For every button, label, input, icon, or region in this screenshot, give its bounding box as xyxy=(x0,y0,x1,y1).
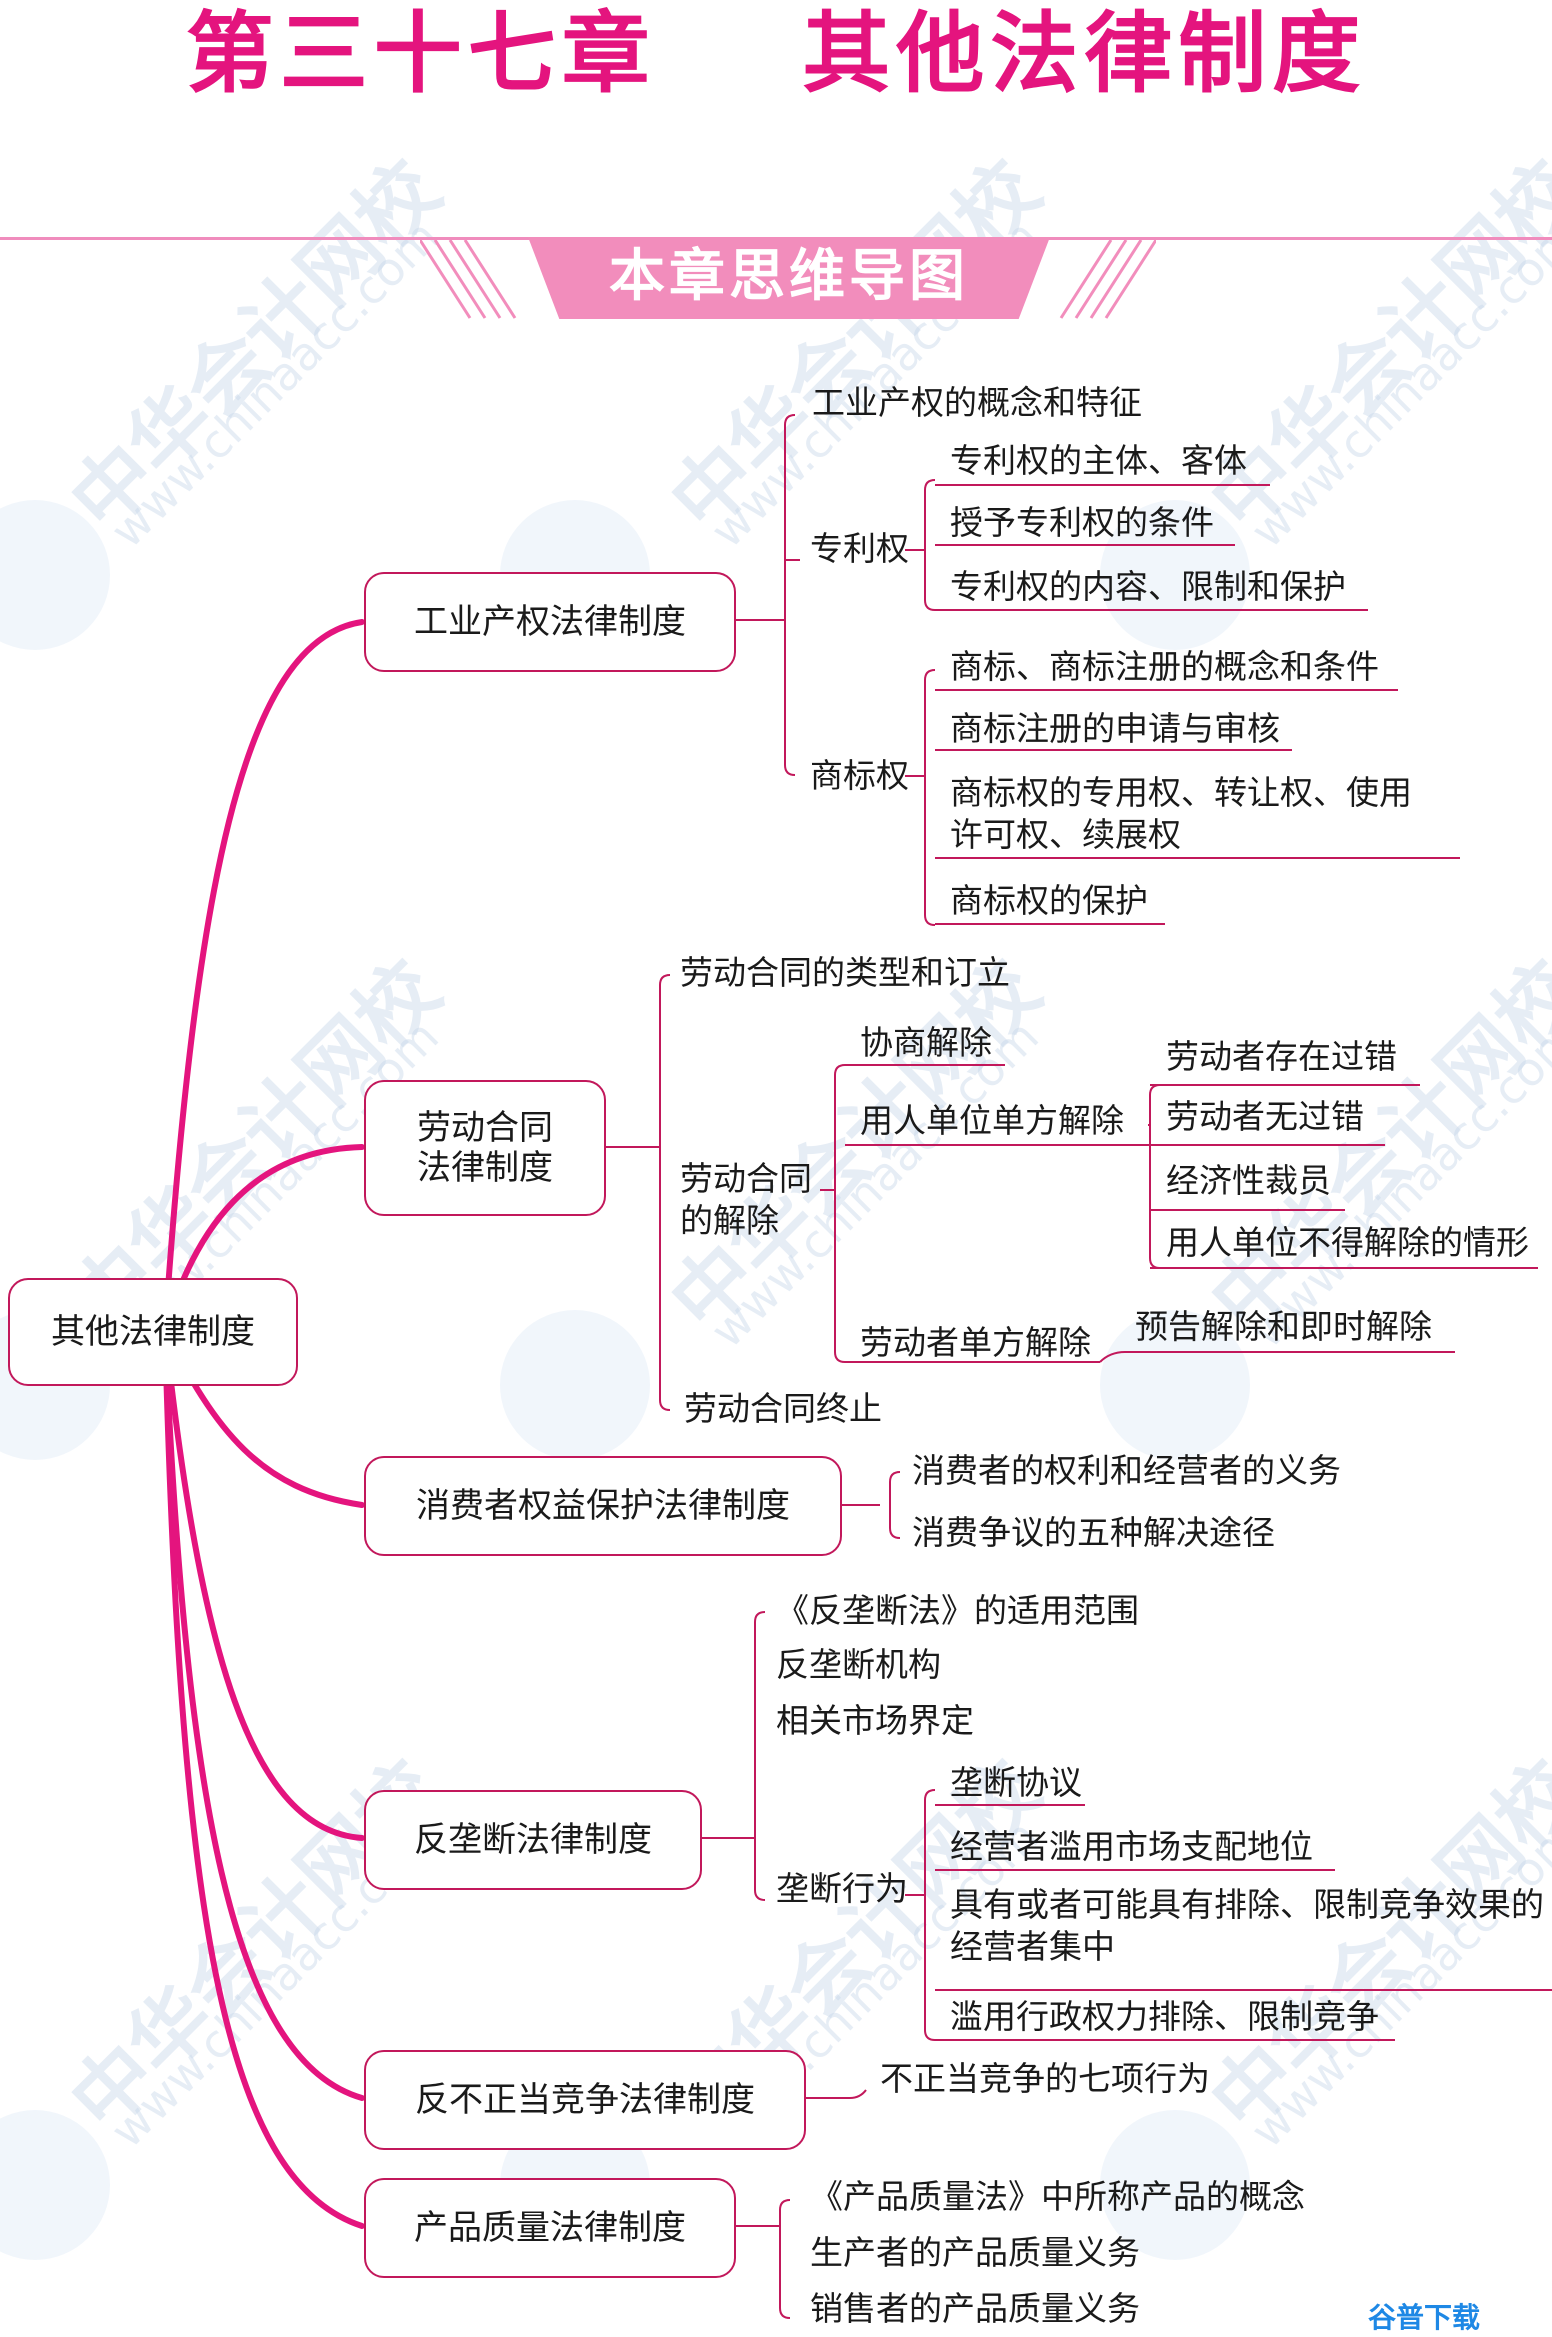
category-box-product-quality: 产品质量法律制度 xyxy=(364,2178,736,2278)
branch-curve xyxy=(162,1327,365,2229)
subtopic-label: 专利权的主体、客体 xyxy=(950,441,1247,480)
topic-label: 劳动合同的类型和订立 xyxy=(680,953,1010,992)
detail-label: 劳动者无过错 xyxy=(1166,1097,1364,1136)
category-box-industrial-property: 工业产权法律制度 xyxy=(364,572,736,672)
watermark-logo-icon xyxy=(1100,500,1250,650)
watermark-logo-icon xyxy=(1100,2110,1250,2260)
subtopic-label: 商标权的专用权、转让权、使用许可权、续展权 xyxy=(950,773,1412,854)
topic-label: 《产品质量法》中所称产品的概念 xyxy=(810,2177,1305,2216)
subtopic-label: 授予专利权的条件 xyxy=(950,503,1214,542)
topic-label: 销售者的产品质量义务 xyxy=(810,2289,1140,2328)
category-box-anti-unfair-competition: 反不正当竞争法律制度 xyxy=(364,2050,806,2150)
watermark-logo-icon xyxy=(1100,1310,1250,1460)
category-box-labor-contract: 劳动合同法律制度 xyxy=(364,1080,606,1216)
topic-label: 工业产权的概念和特征 xyxy=(812,383,1142,422)
branch-curve xyxy=(162,619,365,1333)
topic-label: 反垄断机构 xyxy=(776,1645,941,1684)
subtopic-label: 商标注册的申请与审核 xyxy=(950,709,1280,748)
topic-label: 相关市场界定 xyxy=(776,1701,974,1740)
detail-label: 经济性裁员 xyxy=(1166,1161,1331,1200)
detail-label: 劳动者存在过错 xyxy=(1166,1037,1397,1076)
subtopic-label: 商标权的保护 xyxy=(950,881,1148,920)
topic-label: 生产者的产品质量义务 xyxy=(810,2233,1140,2272)
topic-label: 不正当竞争的七项行为 xyxy=(880,2059,1210,2098)
subtopic-label: 劳动者单方解除 xyxy=(860,1323,1091,1362)
branch-curve xyxy=(162,1327,365,2101)
banner-hatch-left xyxy=(420,240,517,319)
subtopic-label: 经营者滥用市场支配地位 xyxy=(950,1827,1313,1866)
topic-label: 消费者的权利和经营者的义务 xyxy=(912,1451,1341,1490)
category-box-consumer-protection: 消费者权益保护法律制度 xyxy=(364,1456,842,1556)
subtopic-label: 商标、商标注册的概念和条件 xyxy=(950,647,1379,686)
subtopic-label: 垄断协议 xyxy=(950,1763,1082,1802)
detail-label: 用人单位不得解除的情形 xyxy=(1166,1223,1529,1262)
topic-label: 劳动合同终止 xyxy=(684,1389,882,1428)
banner-background xyxy=(528,237,1050,319)
branch-curve xyxy=(162,1327,365,1841)
subtopic-label: 滥用行政权力排除、限制竞争 xyxy=(950,1997,1379,2036)
topic-label: 消费争议的五种解决途径 xyxy=(912,1513,1275,1552)
watermark-logo-icon xyxy=(500,1310,650,1460)
banner-title: 本章思维导图 xyxy=(609,244,969,309)
footer-logo: 谷普下载 xyxy=(1368,2301,1481,2334)
detail-label: 预告解除和即时解除 xyxy=(1135,1307,1432,1346)
subtopic-label: 协商解除 xyxy=(860,1023,992,1062)
topic-label: 劳动合同的解除 xyxy=(680,1159,812,1240)
subtopic-label: 用人单位单方解除 xyxy=(860,1101,1124,1140)
topic-label: 垄断行为 xyxy=(776,1869,908,1908)
topic-label: 专利权 xyxy=(810,529,909,568)
category-box-anti-monopoly: 反垄断法律制度 xyxy=(364,1790,702,1890)
banner-hatch-right xyxy=(1059,240,1156,319)
topic-label: 《反垄断法》的适用范围 xyxy=(776,1591,1139,1630)
root-node: 其他法律制度 xyxy=(8,1278,298,1386)
subtopic-label: 专利权的内容、限制和保护 xyxy=(950,567,1346,606)
topic-label: 商标权 xyxy=(810,756,909,795)
subtopic-label: 具有或者可能具有排除、限制竞争效果的经营者集中 xyxy=(950,1885,1544,1966)
page-title: 第三十七章 其他法律制度 xyxy=(185,2,1367,105)
